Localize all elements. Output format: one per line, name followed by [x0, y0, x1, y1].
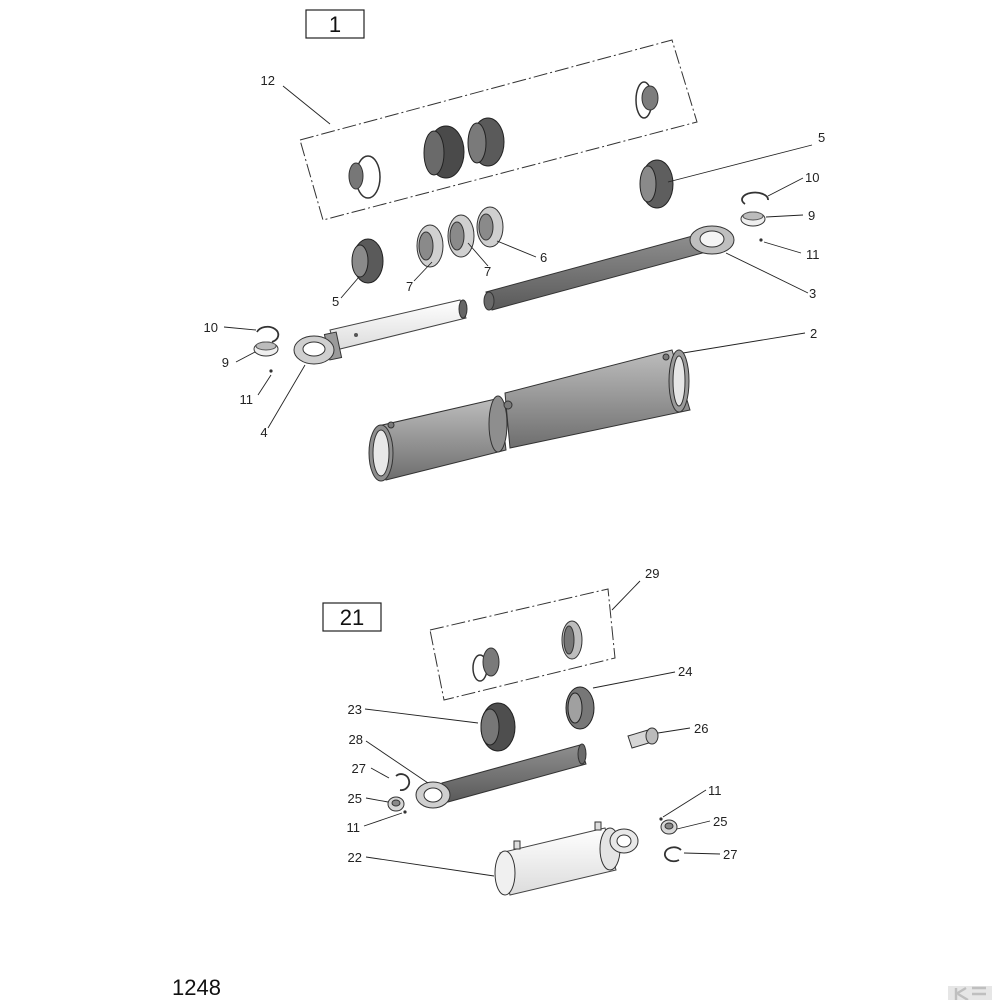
callout-9-right: 9 — [808, 208, 815, 223]
callout-29: 29 — [645, 566, 659, 581]
callout-5-right: 5 — [818, 130, 825, 145]
part-3-piston-rod — [483, 225, 735, 311]
callout-28: 28 — [349, 732, 363, 747]
part-28-piston-rod — [415, 743, 587, 809]
part-24 — [565, 686, 595, 730]
parts-7-7-6 — [416, 206, 504, 268]
part-26 — [627, 727, 659, 749]
callout-27-left: 27 — [352, 761, 366, 776]
callout-4: 4 — [260, 425, 267, 440]
callout-7-left: 7 — [406, 279, 413, 294]
group-21-leader-lines — [363, 580, 721, 877]
callout-25-right: 25 — [713, 814, 727, 829]
svg-text:21: 21 — [340, 605, 364, 630]
callout-5-left: 5 — [332, 294, 339, 309]
group-21: 21 — [322, 566, 738, 896]
parts-11-25-27-right — [659, 817, 682, 863]
callout-10-right: 10 — [805, 170, 819, 185]
group-1-number-box: 1 — [305, 9, 365, 39]
callout-12: 12 — [261, 73, 275, 88]
callout-11-right: 11 — [806, 247, 820, 262]
group-1: 1 — [204, 9, 826, 482]
part-2-outer-tube — [368, 349, 691, 482]
parts-27-25-11-left — [387, 773, 411, 814]
group-21-callouts: 29 24 23 26 28 27 25 11 22 11 25 27 — [347, 566, 738, 865]
callout-9-left: 9 — [222, 355, 229, 370]
callout-11-left: 11 — [240, 392, 254, 407]
callout-23: 23 — [348, 702, 362, 717]
callout-25-left: 25 — [348, 791, 362, 806]
callout-3: 3 — [809, 286, 816, 301]
callout-27-right: 27 — [723, 847, 737, 862]
group-1-leader-lines — [223, 85, 813, 429]
part-5-right — [639, 159, 674, 209]
callout-22: 22 — [348, 850, 362, 865]
seal-kit-29-parts — [472, 620, 583, 682]
callout-7-right: 7 — [484, 264, 491, 279]
part-4-cylinder-base — [293, 299, 468, 365]
callout-2: 2 — [810, 326, 817, 341]
group-21-number-box: 21 — [322, 602, 382, 632]
callout-6: 6 — [540, 250, 547, 265]
page-number: 1248 — [172, 975, 221, 1000]
seal-kit-12-box — [299, 39, 698, 221]
callout-11-lower-right: 11 — [708, 783, 722, 798]
part-22-cylinder — [494, 821, 639, 896]
callout-24: 24 — [678, 664, 692, 679]
seal-kit-29-box — [429, 588, 616, 701]
part-23 — [480, 702, 516, 752]
part-5-left — [351, 238, 384, 284]
callout-26: 26 — [694, 721, 708, 736]
group-1-callouts: 12 5 10 9 11 6 7 7 5 3 10 9 11 4 2 — [204, 73, 826, 440]
seal-kit-12-parts — [348, 81, 659, 199]
parts-10-9-11-right — [740, 191, 769, 242]
svg-text:1: 1 — [329, 12, 341, 37]
parts-10-9-11-left — [253, 325, 280, 373]
callout-10-left: 10 — [204, 320, 218, 335]
callout-11-lower-left: 11 — [347, 820, 361, 835]
corner-logo — [948, 986, 992, 1000]
